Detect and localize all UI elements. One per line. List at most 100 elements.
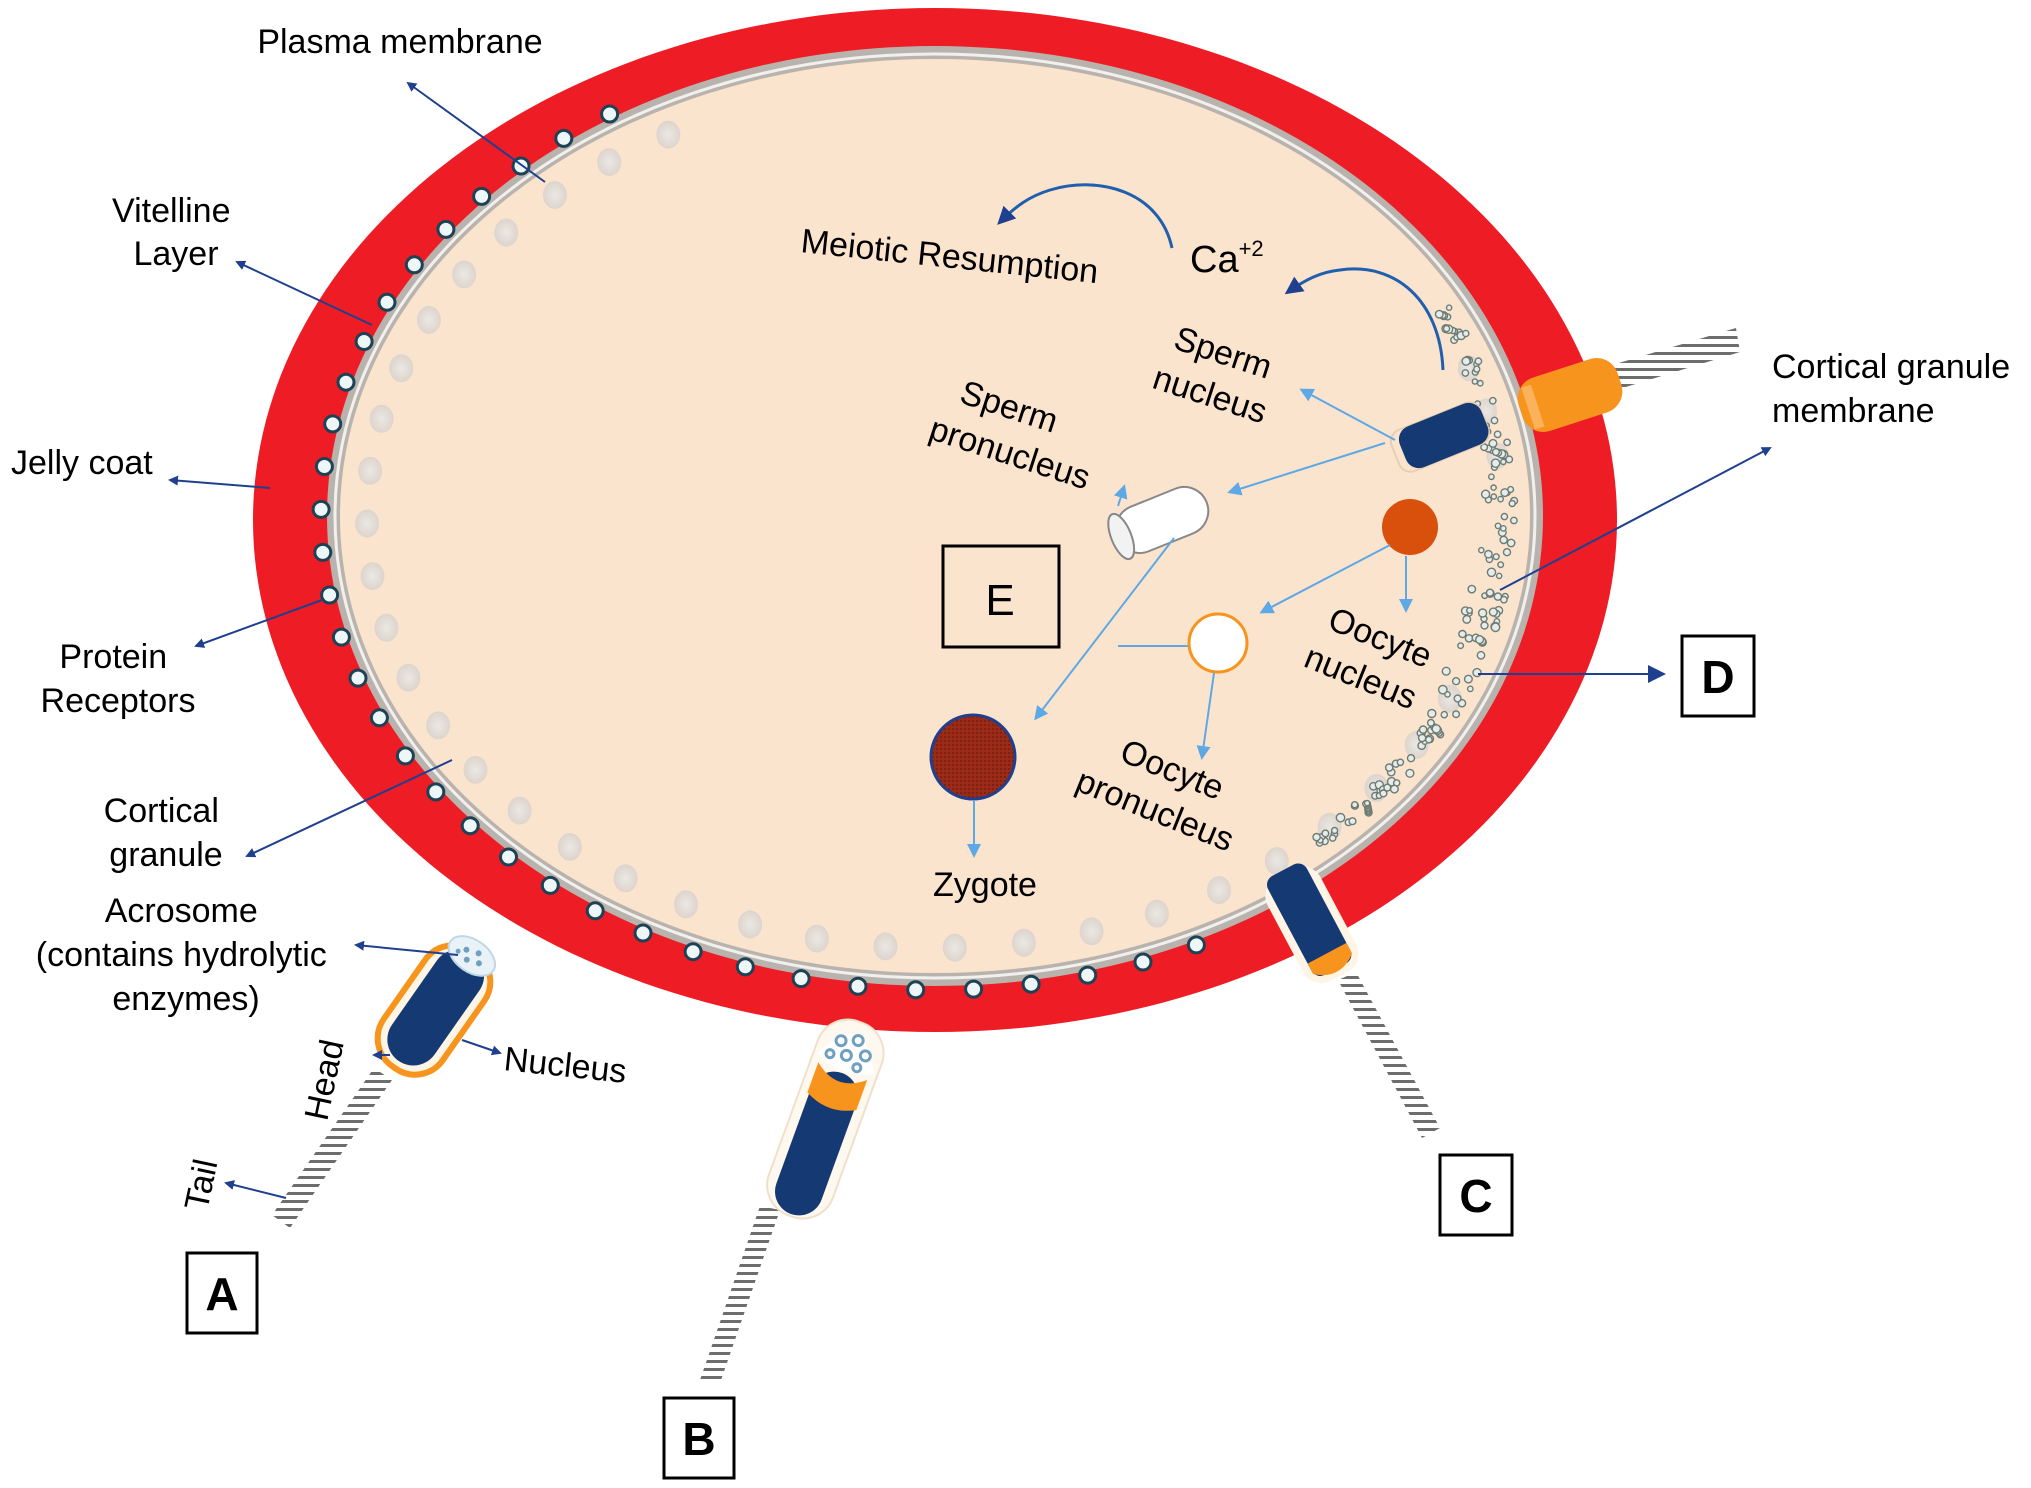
granule-content-dot — [1462, 329, 1470, 338]
panel-e-box: E — [941, 544, 1061, 649]
cortical-granule — [542, 181, 567, 209]
cortical-granule — [1264, 847, 1289, 875]
cortical-granule-pointer — [245, 759, 453, 858]
protein-receptors — [311, 104, 1206, 1000]
protein-receptor — [683, 942, 703, 962]
sperm-a-acrosome-top — [447, 935, 497, 977]
protein-receptor — [460, 816, 480, 836]
jelly-coat-pointer — [168, 475, 271, 489]
zygote-cell — [929, 713, 1017, 801]
protein-receptor — [331, 627, 351, 647]
sperm-c — [1265, 863, 1440, 1138]
protein-receptor — [585, 901, 605, 921]
nucleus-label: Nucleus — [502, 1040, 628, 1091]
protein-receptor — [395, 746, 415, 766]
granule-content-dot — [1466, 685, 1474, 693]
protein-receptor — [436, 219, 456, 239]
cortical-granule — [494, 218, 519, 247]
cortical-granule-exocytosis — [1312, 304, 1519, 847]
sperm-c-tail — [1338, 972, 1440, 1138]
cortical-granule — [374, 613, 399, 642]
panel-c-box: C — [1438, 1153, 1514, 1237]
plasma-membrane-label: Plasma membrane — [257, 23, 542, 61]
granule-content-dot — [1441, 666, 1451, 676]
granule-content-dot — [1492, 553, 1500, 561]
protein-receptor — [320, 585, 340, 605]
cytoplasm — [340, 59, 1530, 973]
granule-content-dot — [1418, 725, 1428, 734]
granule-content-dot — [1480, 489, 1491, 499]
protein-receptor — [472, 186, 492, 206]
protein-receptor — [354, 332, 374, 351]
sperm-b-acrosome — [807, 1062, 868, 1111]
granule-content-dot — [1490, 458, 1501, 469]
granule-content-dot — [1453, 694, 1462, 703]
cortical-granule — [656, 120, 681, 149]
cortical-granule — [1011, 928, 1036, 957]
granule-content-dot — [1499, 535, 1508, 545]
granule-content-dot — [1510, 516, 1518, 525]
panel-b-box: B — [662, 1396, 736, 1480]
panel-d-box: D — [1680, 634, 1756, 718]
granule-content-dot — [1493, 592, 1503, 601]
granule-content-dot — [1461, 369, 1470, 377]
oocyte-pronucleus-cell — [1187, 612, 1249, 674]
granule-content-dot — [1490, 484, 1497, 491]
granule-content-dot — [1425, 735, 1433, 744]
granule-content-dot — [1493, 430, 1502, 439]
cortical-granule — [360, 562, 385, 591]
granule-content-dot — [1500, 512, 1509, 521]
granule-content-dot — [1480, 621, 1489, 630]
cortical-granule-membrane-label: Cortical granule membrane — [1772, 348, 2020, 430]
sperm-b-tail — [700, 1206, 780, 1383]
svg-text:B: B — [682, 1413, 715, 1465]
granule-content-dot — [1484, 549, 1493, 559]
granule-content-dot — [1363, 799, 1371, 807]
granule-content-dot — [1383, 783, 1392, 792]
granule-content-dot — [1384, 763, 1394, 772]
granule-content-dot — [1506, 538, 1516, 548]
granule-content-dot — [1396, 758, 1405, 767]
acrosome-pointer — [354, 940, 459, 956]
granule-content-dot — [1499, 525, 1507, 532]
protein-receptor — [1186, 935, 1206, 955]
granule-content-dot — [1488, 396, 1497, 405]
cortical-granule — [1207, 876, 1231, 905]
granule-content-dot — [1490, 493, 1498, 500]
granule-content-dot — [1335, 812, 1346, 823]
granule-content-dot — [1442, 324, 1451, 333]
cortical-granule — [369, 404, 394, 433]
granule-content-dot — [1488, 607, 1498, 617]
protein-receptor — [348, 668, 368, 688]
granule-content-dot — [1452, 710, 1461, 719]
granule-content-dot — [1471, 378, 1479, 385]
protein-receptor — [313, 542, 333, 562]
cortical-granule — [557, 832, 582, 861]
granule-content-dot — [1476, 379, 1484, 387]
granule-content-dot — [1488, 438, 1498, 448]
cortical-granule — [416, 305, 441, 334]
cortical-granule-label: Cortical granule — [104, 792, 229, 874]
panel-boxes: A B C D E — [185, 544, 1756, 1480]
granule-content-dot — [1348, 817, 1357, 826]
granule-content-dot — [1321, 829, 1330, 838]
protein-receptor — [964, 979, 984, 999]
tail-pointer — [224, 1180, 287, 1199]
granule-content-dot — [1474, 357, 1483, 366]
svg-text:E: E — [985, 576, 1014, 625]
protein-receptors-label: Protein Receptors — [41, 638, 196, 720]
sperm-a — [272, 935, 497, 1228]
cortical-granule-membrane-pointer — [1499, 447, 1772, 591]
protein-receptor — [1133, 952, 1153, 972]
granule-content-dot — [1486, 567, 1497, 578]
cortical-granule — [396, 663, 421, 692]
granule-content-dot — [1350, 801, 1359, 809]
granule-content-dot — [1406, 754, 1416, 763]
protein-receptor — [369, 708, 389, 728]
granule-content-dot — [1440, 710, 1449, 719]
vitelline-layer-label: Vitelline Layer — [112, 192, 240, 273]
granule-content-dot — [1379, 789, 1388, 798]
granule-content-dot — [1477, 608, 1488, 618]
granule-content-dot — [1330, 826, 1339, 835]
